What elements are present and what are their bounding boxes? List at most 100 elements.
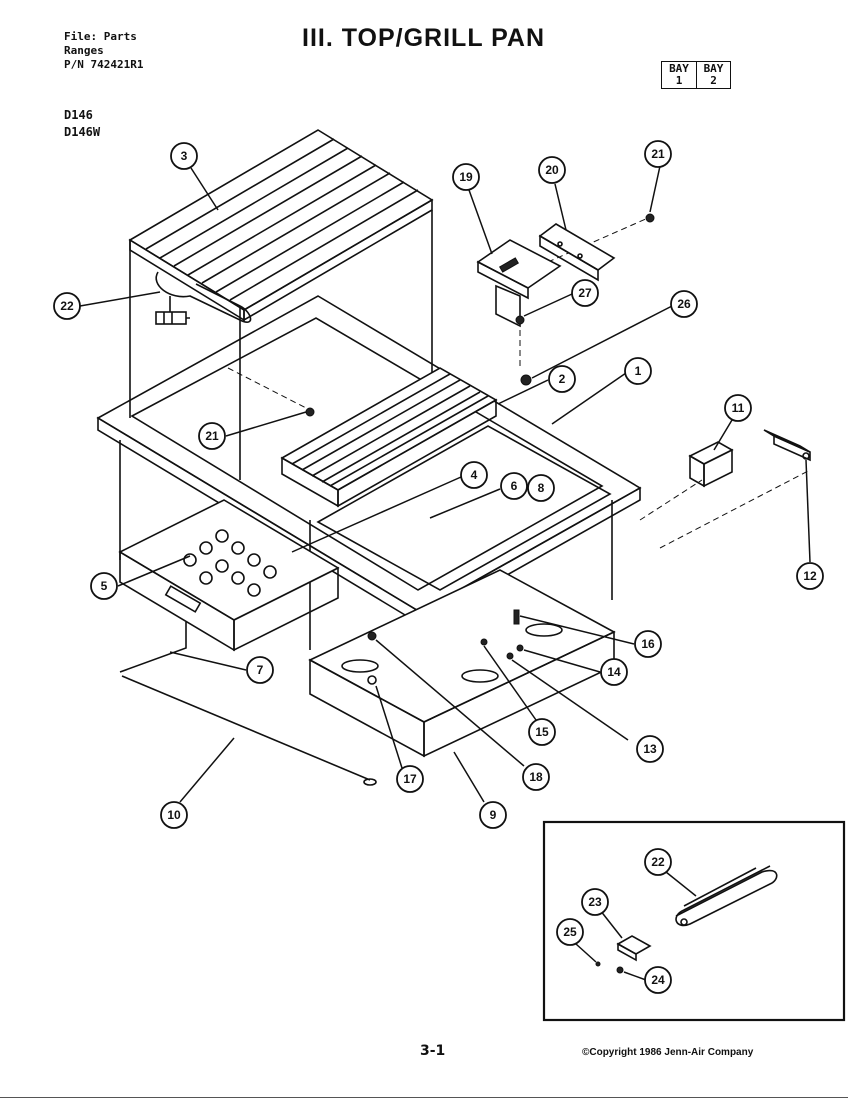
file-line: File: Parts (64, 30, 137, 43)
callout-5: 5 (90, 572, 118, 600)
svg-text:2: 2 (559, 372, 566, 386)
leader-lines (79, 165, 811, 981)
callout-12: 12 (796, 562, 824, 590)
terminal-bracket-part (763, 429, 811, 462)
screw-15 (480, 638, 488, 646)
callout-18: 18 (522, 763, 550, 791)
part-number-line: P/N 742421R1 (64, 58, 144, 71)
rod-10 (121, 675, 371, 781)
inset-callout-25: 25 (556, 918, 584, 946)
inset-terminal-block (616, 935, 652, 962)
bay-2-number: 2 (710, 74, 717, 87)
svg-text:7: 7 (257, 663, 264, 677)
model-d146w: D146W (64, 125, 101, 139)
svg-text:11: 11 (732, 401, 745, 415)
bay-2: BAY 2 (696, 62, 730, 88)
inset-heating-element (675, 865, 778, 927)
callout-11: 11 (724, 394, 752, 422)
screw-18 (367, 631, 377, 641)
model-list: D146 D146W (64, 107, 100, 141)
svg-text:1: 1 (635, 364, 642, 378)
rod-10-end (363, 778, 377, 786)
svg-text:21: 21 (205, 429, 219, 443)
callout-22: 22 (53, 292, 81, 320)
svg-text:23: 23 (588, 895, 602, 909)
bay-1-number: 1 (675, 74, 683, 87)
screw-13 (506, 652, 514, 660)
grommet-26 (520, 374, 532, 386)
inset-box (542, 820, 846, 1022)
copyright-notice: ©Copyright 1986 Jenn-Air Company (582, 1047, 754, 1058)
callout-10: 10 (160, 801, 188, 829)
svg-text:8: 8 (538, 481, 545, 495)
svg-text:18: 18 (529, 770, 543, 784)
svg-text:27: 27 (578, 286, 592, 300)
receptacle-part (688, 441, 734, 488)
inset-callout-22: 22 (644, 848, 672, 876)
svg-text:4: 4 (471, 468, 478, 482)
bay-2-label: BAY (703, 62, 724, 75)
callout-21-left: 21 (198, 422, 226, 450)
inset-screw-25 (595, 961, 601, 967)
callout-26: 26 (670, 290, 698, 318)
callout-3: 3 (170, 142, 198, 170)
control-bracket-part (476, 239, 562, 328)
bracket-16 (513, 609, 520, 625)
grill-grate-part (128, 129, 434, 322)
svg-text:19: 19 (459, 170, 473, 184)
bottom-rule (0, 1097, 848, 1098)
svg-text:13: 13 (643, 742, 657, 756)
svg-text:17: 17 (403, 772, 417, 786)
bay-1: BAY 1 (662, 62, 696, 88)
rock-tray-part (118, 499, 340, 652)
svg-text:25: 25 (563, 925, 577, 939)
file-info: File: Parts Ranges P/N 742421R1 (64, 30, 143, 72)
callout-21-top: 21 (644, 140, 672, 168)
svg-text:24: 24 (651, 973, 665, 987)
inset-callout-24: 24 (644, 966, 672, 994)
support-rod-7 (119, 622, 187, 673)
svg-text:14: 14 (607, 665, 621, 679)
callout-27: 27 (571, 279, 599, 307)
svg-text:15: 15 (535, 725, 549, 739)
callout-15: 15 (528, 718, 556, 746)
callout-20: 20 (538, 156, 566, 184)
bay-indicator: BAY 1 BAY 2 (661, 61, 731, 89)
inset-screw-24 (616, 966, 624, 974)
callout-4: 4 (460, 461, 488, 489)
svg-text:6: 6 (511, 479, 518, 493)
heating-element-part (155, 271, 252, 325)
svg-text:20: 20 (545, 163, 559, 177)
callout-17: 17 (396, 765, 424, 793)
callout-1: 1 (624, 357, 652, 385)
callout-8: 8 (527, 474, 555, 502)
screw-27 (515, 315, 525, 325)
svg-text:10: 10 (167, 808, 181, 822)
category-line: Ranges (64, 44, 104, 57)
svg-text:22: 22 (60, 299, 74, 313)
svg-text:21: 21 (651, 147, 665, 161)
inset-callout-23: 23 (581, 888, 609, 916)
callout-2: 2 (548, 365, 576, 393)
svg-text:26: 26 (677, 297, 691, 311)
bay-1-label: BAY (669, 62, 689, 75)
svg-text:22: 22 (651, 855, 665, 869)
callout-6: 6 (500, 472, 528, 500)
svg-text:5: 5 (101, 579, 108, 593)
model-d146: D146 (64, 108, 93, 122)
svg-text:16: 16 (641, 637, 655, 651)
callout-16: 16 (634, 630, 662, 658)
callout-19: 19 (452, 163, 480, 191)
page-number: 3-1 (420, 1043, 446, 1059)
front-grill-grate-part (280, 367, 498, 508)
callout-9: 9 (479, 801, 507, 829)
svg-text:12: 12 (803, 569, 817, 583)
page-title: III. TOP/GRILL PAN (302, 24, 546, 52)
svg-text:9: 9 (490, 808, 497, 822)
screw-21-top (645, 213, 655, 223)
screw-21-left (305, 407, 315, 417)
callout-7: 7 (246, 656, 274, 684)
callout-14: 14 (600, 658, 628, 686)
svg-text:3: 3 (181, 149, 188, 163)
